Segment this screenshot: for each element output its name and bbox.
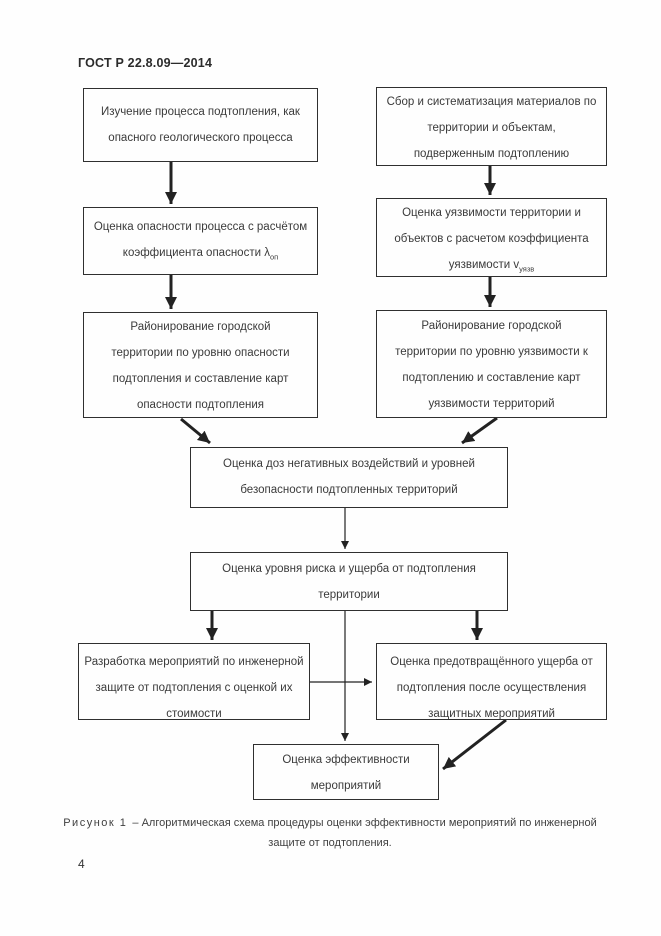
page-number: 4 bbox=[78, 857, 85, 871]
text-line: территории bbox=[318, 589, 380, 601]
text-line: Изучение процесса подтопления, как bbox=[101, 106, 300, 118]
text-line: подтопления после осуществления bbox=[396, 682, 587, 694]
flow-box-vulnerability-assessment: Оценка уязвимости территории и объектов … bbox=[376, 198, 607, 277]
text-line: Районирование городской bbox=[130, 321, 271, 333]
flow-box-risk-assessment: Оценка уровня риска и ущерба от подтопле… bbox=[190, 552, 508, 611]
text-line: Сбор и систематизация материалов по bbox=[386, 96, 597, 108]
figure-caption-line2: защите от подтопления. bbox=[268, 837, 392, 849]
text-line: опасности подтопления bbox=[136, 399, 265, 411]
text-line: объектов с расчетом коэффициента bbox=[394, 233, 589, 245]
text-line: опасного геологического процесса bbox=[108, 132, 293, 144]
flow-box-study: Изучение процесса подтопления, как опасн… bbox=[83, 88, 318, 162]
figure-caption-label: Рисунок 1 bbox=[63, 817, 128, 829]
flow-box-hazard-assessment: Оценка опасности процесса с расчётом коэ… bbox=[83, 207, 318, 275]
text-line: подтопления и составление карт bbox=[112, 373, 289, 385]
text-line: защите от подтопления с оценкой их bbox=[95, 682, 293, 694]
flow-box-measures-development: Разработка мероприятий по инженерной защ… bbox=[78, 643, 310, 720]
text-line: уязвимости vуязв bbox=[448, 259, 535, 274]
text-line: территории и объектам, bbox=[427, 122, 556, 134]
text-line: коэффициента опасности λоп bbox=[122, 247, 279, 262]
flow-box-vulnerability-zoning: Районирование городской территории по ур… bbox=[376, 310, 607, 418]
text-line: территории по уровню уязвимости к bbox=[395, 346, 588, 358]
document-header: ГОСТ Р 22.8.09—2014 bbox=[78, 56, 213, 70]
text-line: Районирование городской bbox=[421, 320, 562, 332]
text-line: подтоплению и составление карт bbox=[402, 372, 581, 384]
arrow-zoning-vulnerability-to-doses bbox=[461, 416, 498, 445]
text-line: уязвимости территорий bbox=[428, 398, 555, 410]
text-line: Оценка доз негативных воздействий и уров… bbox=[223, 458, 475, 470]
text-line: мероприятий bbox=[310, 780, 382, 792]
flow-box-prevented-damage: Оценка предотвращённого ущерба от подтоп… bbox=[376, 643, 607, 720]
arrow-prevented-damage-to-effectiveness bbox=[442, 718, 507, 771]
figure-caption: Рисунок 1 – Алгоритмическая схема процеду… bbox=[50, 813, 610, 853]
text-line: Оценка опасности процесса с расчётом bbox=[93, 221, 308, 233]
figure-caption-line1: Рисунок 1 – Алгоритмическая схема процеду… bbox=[50, 813, 610, 833]
text-line: подверженным подтоплению bbox=[413, 148, 570, 160]
flow-box-collect: Сбор и систематизация материалов по терр… bbox=[376, 87, 607, 166]
text-line: Оценка уровня риска и ущерба от подтопле… bbox=[222, 563, 476, 575]
text-line: Разработка мероприятий по инженерной bbox=[84, 656, 304, 668]
flow-box-dose-assessment: Оценка доз негативных воздействий и уров… bbox=[190, 447, 508, 508]
text-line: защитных мероприятий bbox=[428, 708, 555, 720]
text-line: Оценка предотвращённого ущерба от bbox=[390, 656, 593, 668]
arrow-zoning-hazard-to-doses bbox=[180, 417, 211, 445]
figure-caption-text: – Алгоритмическая схема процедуры оценки… bbox=[132, 817, 597, 829]
text-line: безопасности подтопленных территорий bbox=[240, 484, 458, 496]
subscript: оп bbox=[269, 252, 279, 262]
text-line: территории по уровню опасности bbox=[111, 347, 290, 359]
text-line: Оценка уязвимости территории и bbox=[402, 207, 581, 219]
text-line: Оценка эффективности bbox=[282, 754, 410, 766]
text-line: стоимости bbox=[166, 708, 222, 720]
flow-box-effectiveness: Оценка эффективности мероприятий bbox=[253, 744, 439, 800]
subscript: уязв bbox=[519, 264, 535, 274]
flow-box-hazard-zoning: Районирование городской территории по ур… bbox=[83, 312, 318, 418]
